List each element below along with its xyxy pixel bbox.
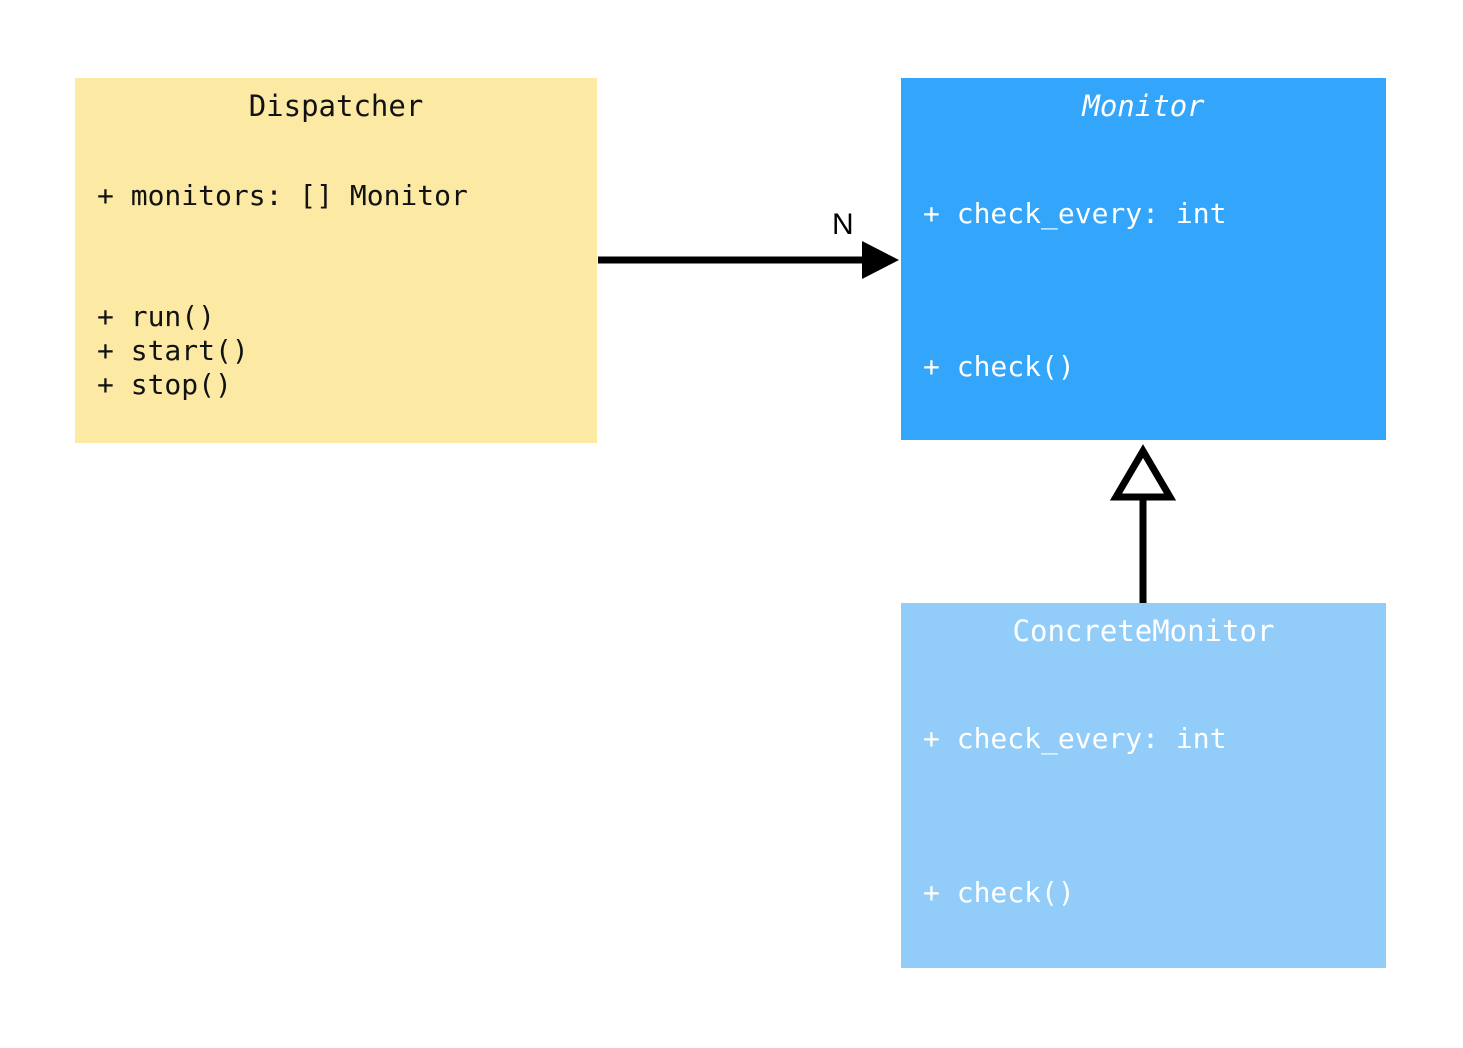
class-title-compartment-concretemonitor: ConcreteMonitor [901, 603, 1386, 658]
class-box-dispatcher[interactable]: Dispatcher + monitors: [] Monitor + run(… [75, 78, 597, 443]
generalization-edge-concretemonitor-to-monitor [1109, 444, 1177, 603]
attribute-row: + check_every: int [923, 721, 1227, 755]
class-box-monitor[interactable]: Monitor + check_every: int + check() [901, 78, 1386, 440]
class-attributes-compartment-dispatcher: + monitors: [] Monitor [75, 140, 597, 252]
method-row: + run() [97, 299, 216, 333]
class-methods-compartment-concretemonitor: + check() [901, 818, 1386, 968]
class-methods-compartment-monitor: + check() [901, 293, 1386, 440]
attribute-row: + monitors: [] Monitor [97, 179, 468, 212]
method-row: + start() [97, 333, 249, 367]
class-box-concretemonitor[interactable]: ConcreteMonitor + check_every: int + che… [901, 603, 1386, 968]
class-name-concretemonitor: ConcreteMonitor [1012, 613, 1275, 648]
method-row: + stop() [97, 367, 232, 401]
association-edge-dispatcher-to-monitor [598, 241, 899, 279]
filled-arrowhead-icon [862, 241, 899, 279]
class-methods-compartment-dispatcher: + run() + start() + stop() [75, 258, 597, 443]
attribute-row: + check_every: int [923, 196, 1227, 230]
class-title-compartment-monitor: Monitor [901, 78, 1386, 133]
class-name-dispatcher: Dispatcher [248, 88, 424, 123]
class-attributes-compartment-concretemonitor: + check_every: int [901, 665, 1386, 812]
hollow-triangle-icon [1109, 444, 1177, 501]
method-row: + check() [923, 876, 1075, 909]
class-title-compartment-dispatcher: Dispatcher [75, 78, 597, 133]
method-row: + check() [923, 349, 1075, 383]
class-attributes-compartment-monitor: + check_every: int [901, 140, 1386, 287]
class-name-monitor: Monitor [1082, 88, 1205, 123]
association-multiplicity-label: N [832, 208, 854, 241]
